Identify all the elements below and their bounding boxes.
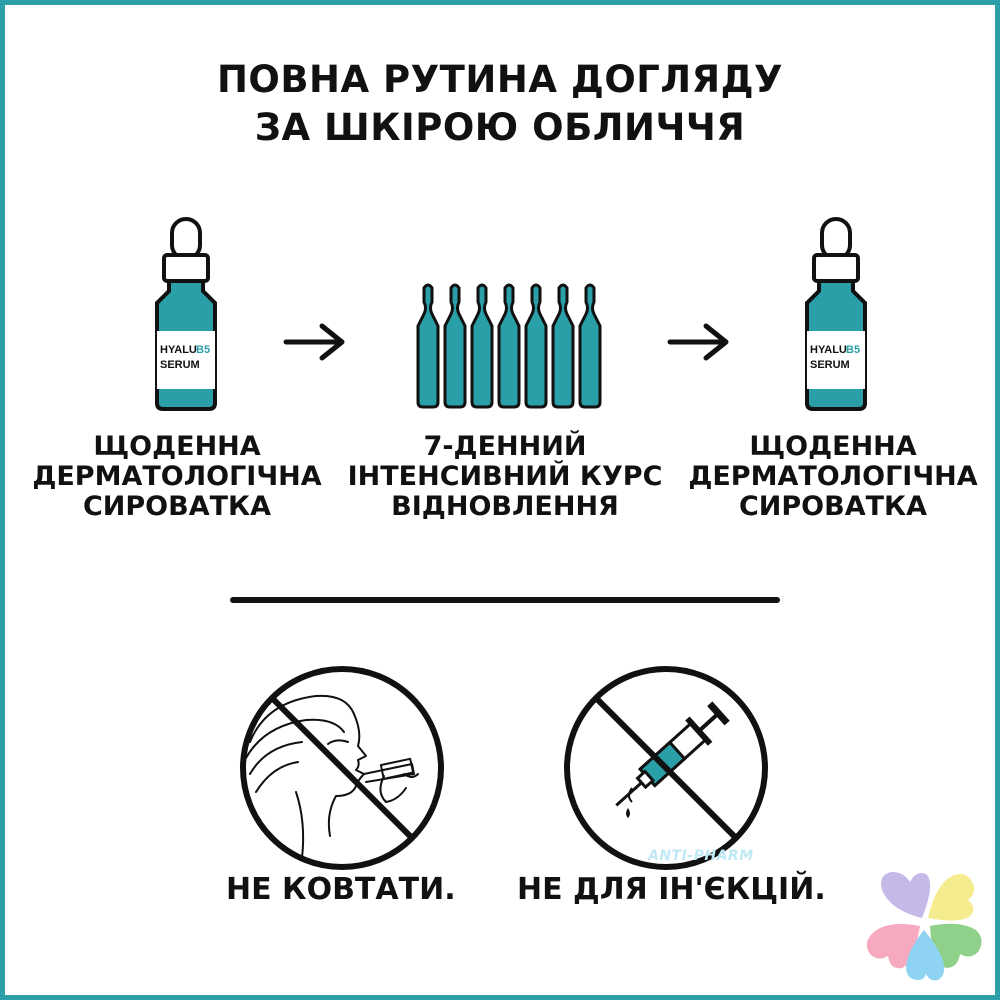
page-title-line1: ПОВНА РУТИНА ДОГЛЯДУ: [216, 58, 784, 101]
warning-no-injection: НЕ ДЛЯ ІН'ЄКЦІЙ.: [517, 872, 826, 907]
bottle-label-serum: SERUM: [810, 359, 850, 371]
step-label-line: ІНТЕНСИВНИЙ КУРС: [347, 461, 663, 492]
step-label-daily-serum: ЩОДЕННА ДЕРМАТОЛОГІЧНА СИРОВАТКА: [17, 432, 337, 522]
bottle-label-serum: SERUM: [160, 359, 200, 371]
serum-bottle-icon: HYALU B5 SERUM: [155, 217, 217, 411]
arrow-right-icon: [283, 323, 345, 361]
step-label-intensive-course: 7-ДЕННИЙ ІНТЕНСИВНИЙ КУРС ВІДНОВЛЕННЯ: [345, 432, 665, 522]
section-divider: [230, 597, 780, 603]
clover-logo-icon: [866, 872, 982, 981]
page-title-line2: ЗА ШКІРОЮ ОБЛИЧЧЯ: [254, 106, 746, 149]
arrow-right-icon: [667, 323, 729, 361]
step-label-line: ВІДНОВЛЕННЯ: [391, 491, 619, 522]
step-label-line: 7-ДЕННИЙ: [423, 431, 587, 462]
ampoule-vial: [551, 283, 575, 409]
step-label-line: ДЕРМАТОЛОГІЧНА: [32, 461, 322, 492]
ampoule-vial: [578, 283, 602, 409]
bottle-label-b5: B5: [846, 344, 860, 356]
warning-no-swallow: НЕ КОВТАТИ.: [226, 872, 456, 907]
step-label-line: СИРОВАТКА: [738, 491, 927, 522]
bottle-label-hyalu: HYALU: [160, 344, 197, 356]
ampoule-vial: [443, 283, 467, 409]
step-label-line: СИРОВАТКА: [82, 491, 271, 522]
no-injection-icon: [564, 666, 768, 870]
watermark-text: ANTI-PHARM: [648, 848, 754, 864]
ampoules-icon: [416, 283, 602, 409]
step-label-daily-serum: ЩОДЕННА ДЕРМАТОЛОГІЧНА СИРОВАТКА: [673, 432, 993, 522]
ampoule-vial: [416, 283, 440, 409]
step-label-line: ДЕРМАТОЛОГІЧНА: [688, 461, 978, 492]
bottle-label-hyalu: HYALU: [810, 344, 847, 356]
no-swallow-icon: [240, 666, 444, 870]
bottle-label-b5: B5: [196, 344, 210, 356]
step-label-line: ЩОДЕННА: [749, 431, 917, 462]
ampoule-vial: [497, 283, 521, 409]
ampoule-vial: [470, 283, 494, 409]
step-label-line: ЩОДЕННА: [93, 431, 261, 462]
ampoule-vial: [524, 283, 548, 409]
serum-bottle-icon: HYALU B5 SERUM: [805, 217, 867, 411]
